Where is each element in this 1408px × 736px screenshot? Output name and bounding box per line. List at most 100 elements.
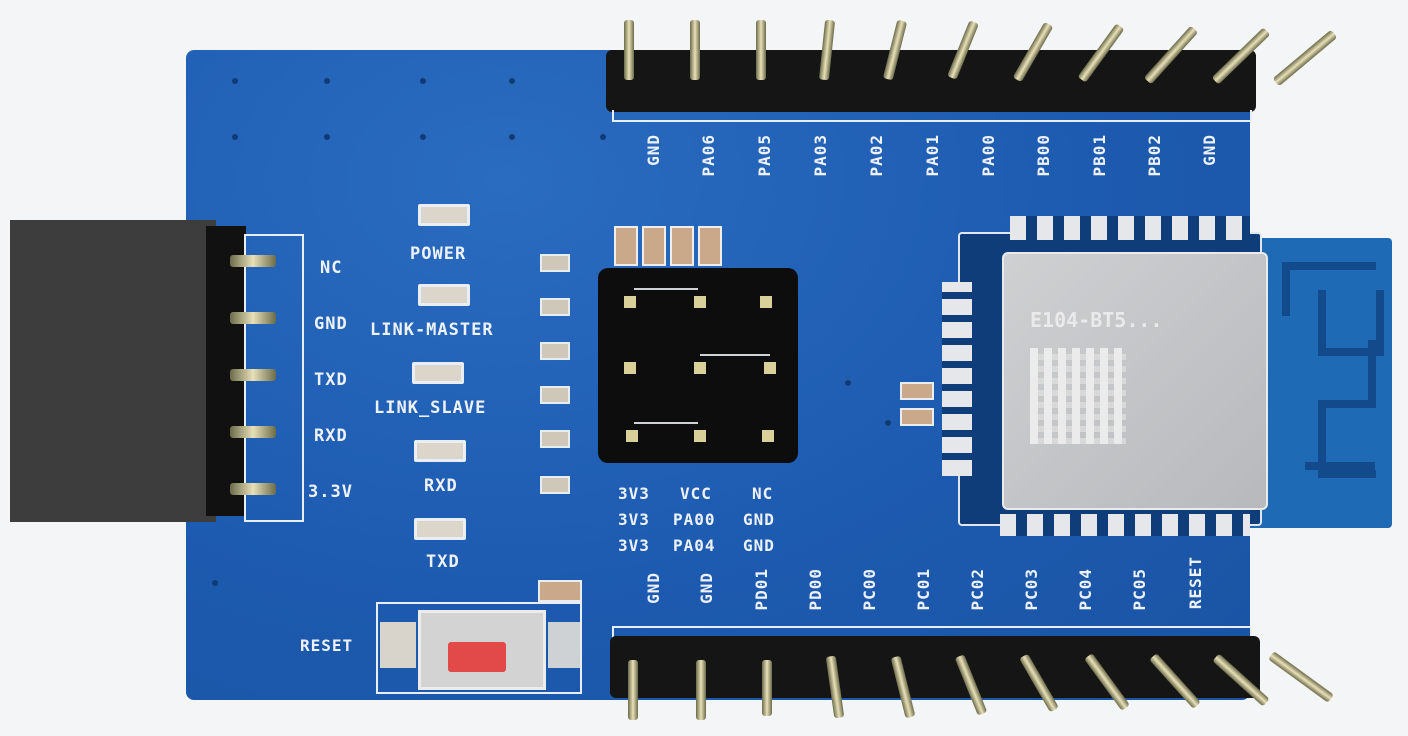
rxd-led bbox=[414, 440, 466, 462]
jumper-label: GND bbox=[743, 536, 775, 555]
top-pin-label: PA05 bbox=[755, 134, 774, 177]
resistor bbox=[540, 476, 570, 494]
resistor bbox=[540, 430, 570, 448]
bottom-pin-label: PD00 bbox=[806, 568, 825, 611]
socket-label-rxd: RXD bbox=[314, 426, 348, 446]
module-model-text: E104-BT5... bbox=[1030, 308, 1163, 332]
header-pin bbox=[690, 20, 700, 80]
capacitor bbox=[670, 226, 694, 266]
jumper-pin bbox=[694, 296, 706, 308]
module-bottom-pads bbox=[1000, 514, 1250, 536]
via bbox=[232, 78, 238, 84]
capacitor bbox=[642, 226, 666, 266]
bottom-pin-label: GND bbox=[697, 572, 716, 604]
jumper-label: NC bbox=[752, 484, 774, 503]
resistor bbox=[540, 342, 570, 360]
bottom-pin-label: PC00 bbox=[860, 568, 879, 611]
via bbox=[212, 580, 218, 586]
bottom-pin-header bbox=[610, 636, 1260, 698]
reset-pad bbox=[380, 622, 416, 668]
header-pin bbox=[1268, 651, 1334, 703]
socket-label-3v3: 3.3V bbox=[308, 482, 353, 502]
pin-socket-5pin bbox=[10, 220, 216, 522]
top-pin-label: PA01 bbox=[923, 134, 942, 177]
top-pin-label: PA02 bbox=[867, 134, 886, 177]
jumper-pin bbox=[762, 430, 774, 442]
socket-label-gnd: GND bbox=[314, 314, 348, 334]
top-pin-label: GND bbox=[1200, 134, 1219, 166]
capacitor bbox=[698, 226, 722, 266]
via bbox=[885, 420, 891, 426]
resistor bbox=[540, 386, 570, 404]
header-silk-outline bbox=[612, 626, 1252, 638]
antenna-trace bbox=[1305, 462, 1375, 470]
via bbox=[420, 78, 426, 84]
via bbox=[420, 134, 426, 140]
antenna-trace bbox=[1318, 290, 1384, 356]
top-pin-label: PB00 bbox=[1034, 134, 1053, 177]
top-pin-label: PA06 bbox=[699, 134, 718, 177]
socket-label-nc: NC bbox=[320, 258, 343, 278]
led-label-power: POWER bbox=[410, 244, 467, 264]
jumper-label: GND bbox=[743, 510, 775, 529]
socket-pin bbox=[230, 312, 276, 324]
jumper-silk bbox=[700, 354, 770, 356]
link-master-led bbox=[418, 284, 470, 306]
link-slave-led bbox=[412, 362, 464, 384]
socket-pin bbox=[230, 483, 276, 495]
socket-pin bbox=[230, 369, 276, 381]
jumper-pin bbox=[760, 296, 772, 308]
via bbox=[324, 134, 330, 140]
bottom-pin-label: PD01 bbox=[752, 568, 771, 611]
bottom-pin-label: GND bbox=[644, 572, 663, 604]
reset-button-cap[interactable] bbox=[448, 642, 506, 672]
top-pin-header bbox=[606, 50, 1256, 112]
qr-code bbox=[1030, 348, 1126, 444]
antenna-trace bbox=[1318, 400, 1376, 478]
capacitor bbox=[538, 580, 582, 602]
header-pin bbox=[762, 660, 772, 716]
top-pin-label: PB02 bbox=[1145, 134, 1164, 177]
antenna-trace bbox=[1318, 340, 1376, 408]
led-label-txd: TXD bbox=[426, 552, 460, 572]
led-label-rxd: RXD bbox=[424, 476, 458, 496]
top-pin-label: PA00 bbox=[979, 134, 998, 177]
jumper-label: 3V3 bbox=[618, 484, 650, 503]
socket-pin bbox=[230, 426, 276, 438]
via bbox=[509, 78, 515, 84]
bottom-pin-label: PC03 bbox=[1022, 568, 1041, 611]
header-pin bbox=[624, 20, 634, 80]
power-led bbox=[418, 204, 470, 226]
top-pin-label: PB01 bbox=[1090, 134, 1109, 177]
jumper-pin bbox=[694, 430, 706, 442]
reset-label: RESET bbox=[300, 636, 354, 655]
jumper-pin bbox=[694, 362, 706, 374]
capacitor bbox=[614, 226, 638, 266]
header-pin bbox=[1272, 29, 1338, 87]
header-pin bbox=[696, 660, 706, 720]
jumper-silk bbox=[634, 288, 698, 290]
jumper-label: VCC bbox=[680, 484, 712, 503]
bottom-pin-label: PC05 bbox=[1130, 568, 1149, 611]
jumper-pin bbox=[764, 362, 776, 374]
via bbox=[600, 134, 606, 140]
module-top-pads bbox=[1010, 216, 1250, 240]
top-pin-label: GND bbox=[644, 134, 663, 166]
antenna-trace bbox=[1282, 262, 1376, 316]
via bbox=[509, 134, 515, 140]
header-pin bbox=[756, 20, 766, 80]
jumper-pin bbox=[624, 296, 636, 308]
header-pin bbox=[628, 660, 638, 720]
socket-label-txd: TXD bbox=[314, 370, 348, 390]
led-label-link-slave: LINK_SLAVE bbox=[374, 398, 487, 418]
jumper-pin bbox=[624, 362, 636, 374]
jumper-label: 3V3 bbox=[618, 510, 650, 529]
bottom-pin-label: PC02 bbox=[968, 568, 987, 611]
resistor bbox=[540, 298, 570, 316]
via bbox=[324, 78, 330, 84]
jumper-label: PA00 bbox=[673, 510, 716, 529]
bottom-pin-label: PC01 bbox=[914, 568, 933, 611]
reset-button-outline bbox=[376, 602, 582, 694]
reset-pad bbox=[548, 622, 580, 668]
resistor bbox=[540, 254, 570, 272]
